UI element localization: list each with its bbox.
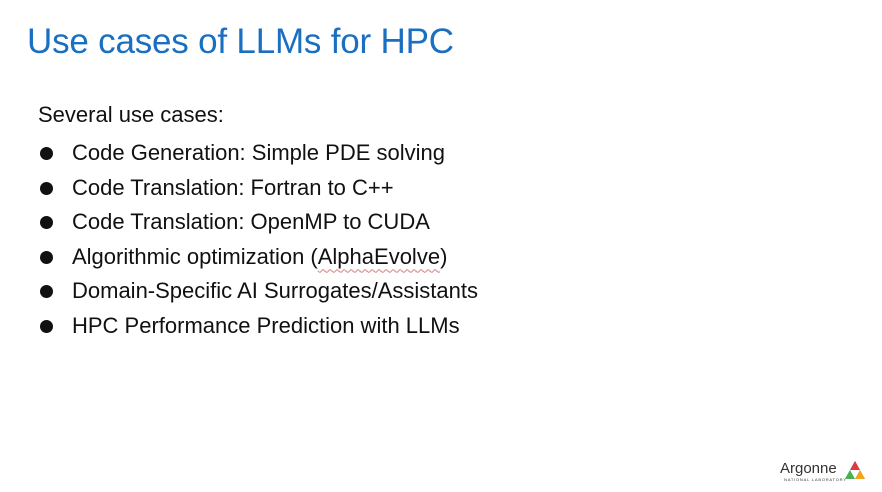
bullet-icon [40,250,53,264]
bullet-text: Code Translation: OpenMP to CUDA [72,209,430,234]
logo-wordmark: Argonne [780,460,837,477]
bullet-icon [40,319,53,333]
bullet-icon [40,216,53,229]
bullet-text: HPC Performance Prediction with LLMs [72,312,460,338]
bullet-icon [40,285,53,298]
bullet-text: Domain-Specific AI Surrogates/Assistants [72,278,478,303]
argonne-triangle-logo-icon [845,461,865,479]
bullet-icon [40,147,53,160]
logo-subtitle: NATIONAL LABORATORY [784,477,847,482]
bullet-text: Code Generation: Simple PDE solving [72,140,445,165]
spellcheck-flagged-word: AlphaEvolve [317,243,441,269]
bullet-icon [40,181,53,195]
slide-title: Use cases of LLMs for HPC [27,22,454,61]
argonne-logo: Argonne NATIONAL LABORATORY [780,460,870,488]
bullet-text: Algorithmic optimization (AlphaEvolve) [72,243,448,269]
intro-text: Several use cases: [38,102,224,127]
bullet-text: Code Translation: Fortran to C++ [72,174,394,200]
